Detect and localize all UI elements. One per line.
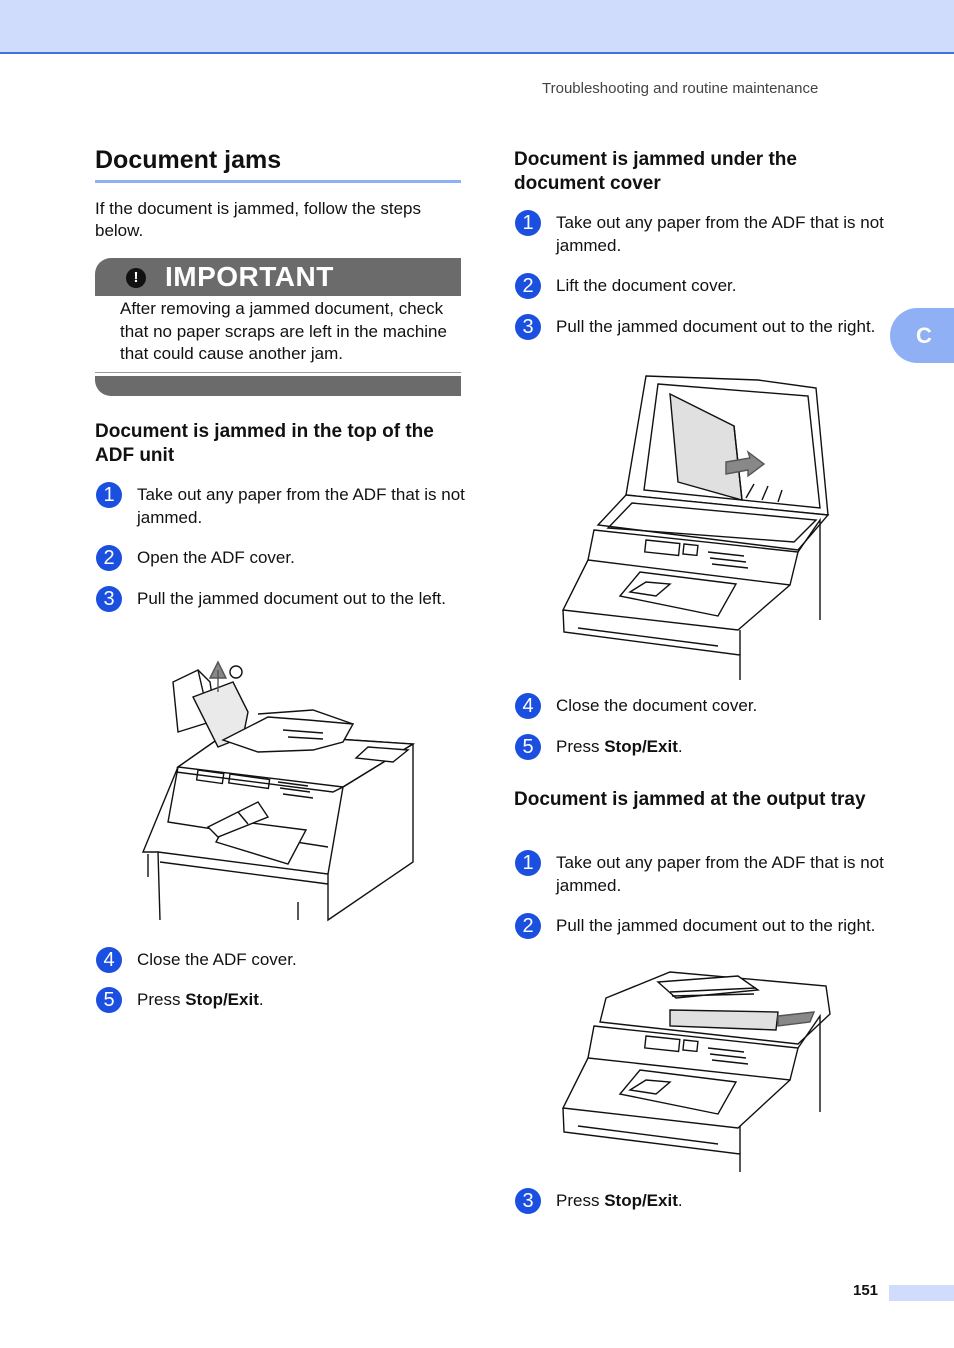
stop-exit-key: Stop/Exit (604, 1191, 678, 1210)
step-text: Press Stop/Exit. (556, 737, 683, 756)
important-divider (95, 372, 461, 373)
step-number-badge: 1 (96, 482, 122, 508)
top-header-band (0, 0, 954, 54)
step-text: Close the document cover. (556, 696, 758, 715)
step-number-badge: 3 (515, 314, 541, 340)
important-footer (95, 376, 461, 396)
document-cover-jam-illustration (558, 370, 838, 682)
step-text: Pull the jammed document out to the righ… (556, 317, 876, 336)
important-header: ! IMPORTANT (95, 258, 461, 296)
page-number: 151 (853, 1282, 879, 1299)
step-number-badge: 1 (515, 850, 541, 876)
important-text: After removing a jammed document, check … (120, 299, 447, 363)
step-text: Press Stop/Exit. (556, 1191, 683, 1210)
step-text: Lift the document cover. (556, 276, 737, 295)
intro-text: If the document is jammed, follow the st… (95, 199, 421, 240)
step-number-badge: 4 (515, 693, 541, 719)
step-text: Take out any paper from the ADF that is … (556, 853, 884, 895)
step-number-badge: 2 (515, 913, 541, 939)
step-text: Take out any paper from the ADF that is … (556, 213, 884, 255)
step-number-badge: 1 (515, 210, 541, 236)
output-tray-jam-illustration (558, 966, 838, 1176)
step-text: Pull the jammed document out to the left… (137, 589, 447, 608)
page-number-bar (889, 1285, 954, 1301)
output-tray-heading: Document is jammed at the output tray (514, 789, 866, 810)
step-number-badge: 3 (515, 1188, 541, 1214)
exclamation-icon: ! (126, 268, 146, 288)
step-text: Press Stop/Exit. (137, 990, 264, 1009)
step-number-badge: 3 (96, 586, 122, 612)
step-text: Pull the jammed document out to the righ… (556, 916, 876, 935)
running-header: Troubleshooting and routine maintenance (542, 80, 819, 97)
step-number-badge: 2 (515, 273, 541, 299)
step-number-badge: 5 (96, 987, 122, 1013)
chapter-tab[interactable]: C (890, 308, 954, 363)
adf-top-heading: Document is jammed in the top of the ADF… (95, 421, 434, 466)
step-number-badge: 5 (515, 734, 541, 760)
step-number-badge: 4 (96, 947, 122, 973)
stop-exit-key: Stop/Exit (604, 737, 678, 756)
step-text: Open the ADF cover. (137, 548, 295, 567)
step-text: Close the ADF cover. (137, 950, 297, 969)
important-label: IMPORTANT (165, 261, 334, 292)
step-number-badge: 2 (96, 545, 122, 571)
step-text: Take out any paper from the ADF that is … (137, 485, 465, 527)
section-title: Document jams (95, 146, 461, 183)
adf-jam-illustration (138, 652, 418, 924)
stop-exit-key: Stop/Exit (185, 990, 259, 1009)
under-cover-heading: Document is jammed under the document co… (514, 149, 797, 194)
